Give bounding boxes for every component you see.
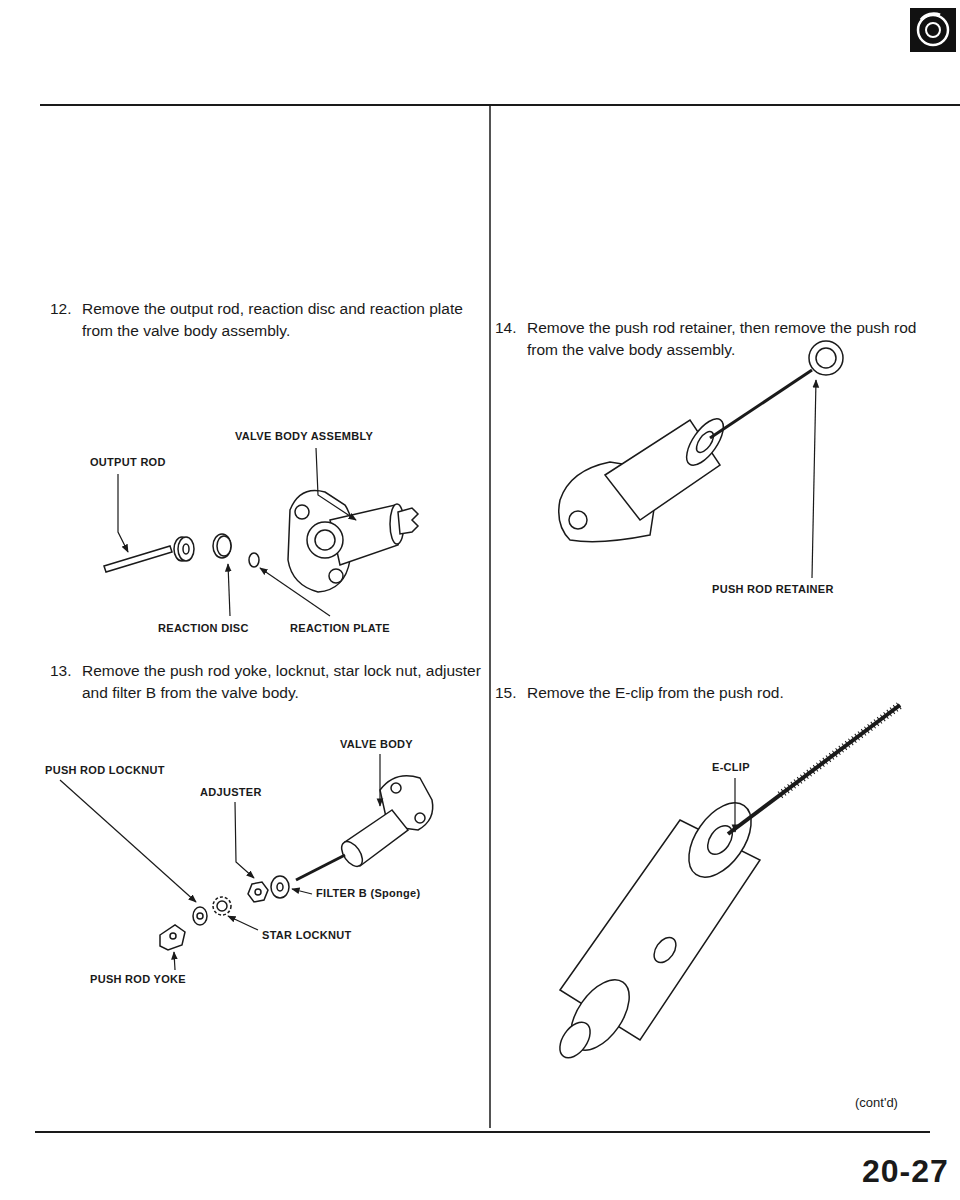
figure-valve-body	[160, 776, 433, 950]
step-text: Remove the output rod, reaction disc and…	[82, 298, 482, 342]
step-text: Remove the E-clip from the push rod.	[527, 682, 932, 704]
figure-push-rod	[559, 341, 843, 542]
step-number: 15.	[495, 682, 517, 704]
section-icon	[910, 8, 956, 52]
part-name: ADJUSTER	[200, 786, 262, 799]
part-name: OUTPUT ROD	[90, 456, 166, 469]
figure-valve-body-assembly	[104, 490, 418, 592]
step-text: Remove the push rod retainer, then remov…	[527, 317, 932, 361]
part-name: VALVE BODY	[340, 738, 413, 751]
leader-line	[734, 778, 735, 832]
part-name: PUSH ROD RETAINER	[712, 583, 834, 596]
part-name: PUSH ROD LOCKNUT	[45, 764, 165, 777]
continued-note: (cont'd)	[855, 1095, 898, 1111]
step-text: Remove the push rod yoke, locknut, star …	[82, 660, 482, 704]
part-name: E-CLIP	[712, 761, 750, 774]
step-number: 12.	[50, 298, 72, 320]
figure-e-clip	[554, 705, 900, 1063]
part-name: FILTER B (Sponge)	[316, 887, 421, 900]
part-name: REACTION PLATE	[290, 622, 390, 635]
leader-line	[118, 448, 356, 616]
step-number: 14.	[495, 317, 517, 339]
step-number: 13.	[50, 660, 72, 682]
part-name: VALVE BODY ASSEMBLY	[235, 430, 373, 443]
part-name: REACTION DISC	[158, 622, 249, 635]
leader-line	[60, 754, 380, 970]
part-name: PUSH ROD YOKE	[90, 973, 186, 986]
page-rules	[35, 105, 960, 1132]
page-number: 20-27	[862, 1152, 949, 1190]
leader-line	[812, 380, 816, 578]
part-name: STAR LOCKNUT	[262, 929, 352, 942]
